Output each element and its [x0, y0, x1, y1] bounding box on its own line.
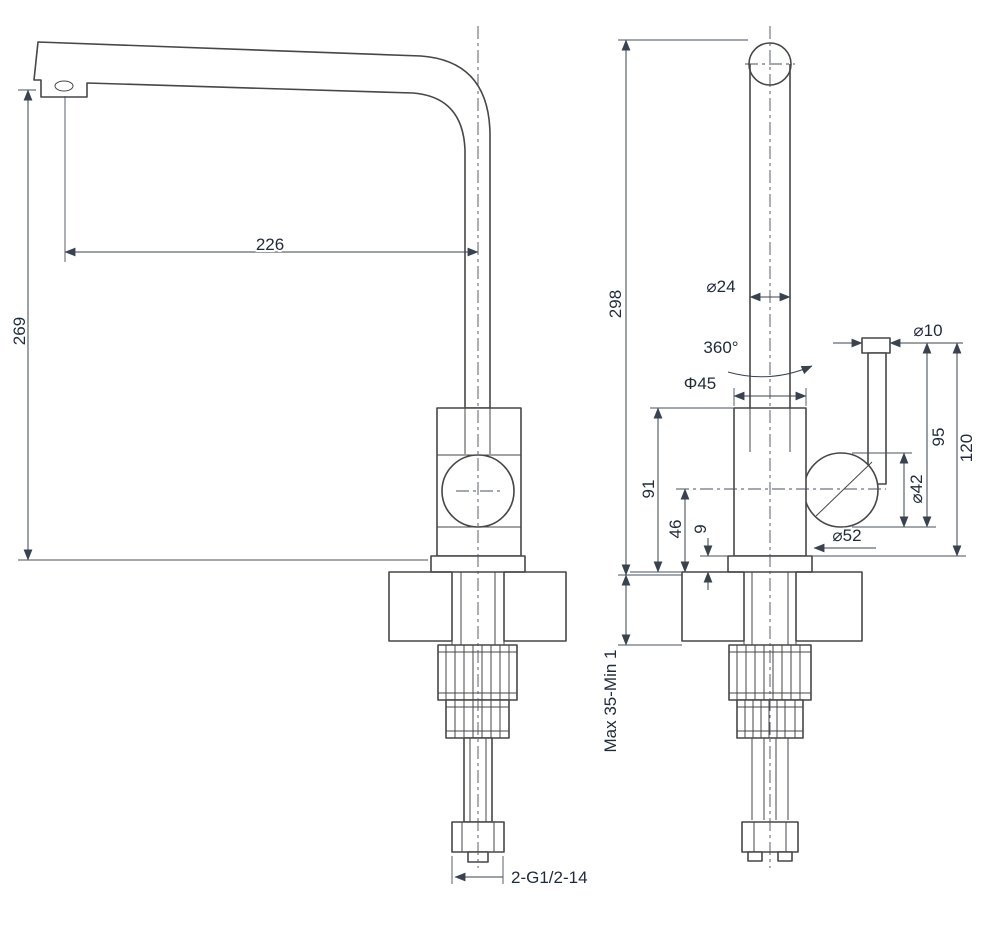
body-neck-lines — [437, 408, 521, 528]
riser-tube — [749, 64, 791, 408]
front-view — [681, 42, 891, 862]
handle-lever — [867, 352, 887, 485]
ext-line-thread — [451, 856, 504, 884]
body-height-label: 91 — [639, 480, 658, 499]
total-height-label: 298 — [606, 290, 625, 318]
centerlines — [456, 26, 886, 868]
body-diameter-label: Φ45 — [684, 374, 716, 393]
front-hex-fitting-facets — [753, 822, 787, 852]
front-fitting-tip-right — [777, 851, 793, 862]
spout-outline — [33, 41, 491, 409]
dimension-lines — [18, 39, 966, 884]
countertop-left-slab — [388, 571, 453, 642]
handle-height-label: 120 — [957, 434, 976, 462]
lever-cap — [861, 337, 891, 354]
side-view — [33, 41, 567, 863]
front-countertop-left-slab — [681, 571, 745, 642]
spout-height-label: 269 — [10, 317, 29, 345]
front-countertop-right-slab — [795, 571, 863, 642]
supply-hoses — [751, 738, 789, 820]
thread-spec-label: 2-G1/2-14 — [511, 868, 588, 887]
swivel-angle-label: 360° — [703, 338, 738, 357]
front-fitting-tip-left — [747, 851, 763, 862]
deck-thickness-label: Max 35-Min 1 — [601, 650, 620, 753]
handle-ball — [803, 452, 879, 528]
dimension-labels: 226 269 298 ⌀24 360° Φ45 ⌀10 95 120 ⌀42 … — [8, 233, 978, 889]
spout-reach-label: 226 — [256, 235, 284, 254]
ball-diameter-label: ⌀42 — [907, 474, 926, 503]
lever-diameter-label: ⌀10 — [913, 321, 942, 340]
ball-center-height-label: 46 — [666, 520, 685, 539]
countertop-right-slab — [503, 571, 567, 642]
pipe-diameter-label: ⌀24 — [706, 277, 735, 296]
ext-line-spout-height — [18, 89, 428, 561]
hex-fitting-facets — [461, 822, 495, 852]
front-body-neck-lines — [749, 408, 791, 452]
ext-line-total-height — [618, 39, 748, 576]
lever-height-label: 95 — [929, 428, 948, 447]
base-diameter-label: ⌀52 — [832, 526, 861, 545]
aerator-detail — [54, 80, 74, 92]
lock-nut-ribs — [446, 700, 509, 738]
flange-height-label: 9 — [691, 524, 710, 533]
mounting-nut-ribs — [438, 645, 517, 700]
mounting-shank — [451, 572, 505, 645]
front-mounting-nut — [728, 644, 812, 701]
swivel-rotation-arrow — [727, 365, 813, 378]
front-mounting-shank — [743, 572, 797, 645]
mounting-nut — [437, 644, 518, 701]
supply-stud-lines — [469, 738, 487, 822]
